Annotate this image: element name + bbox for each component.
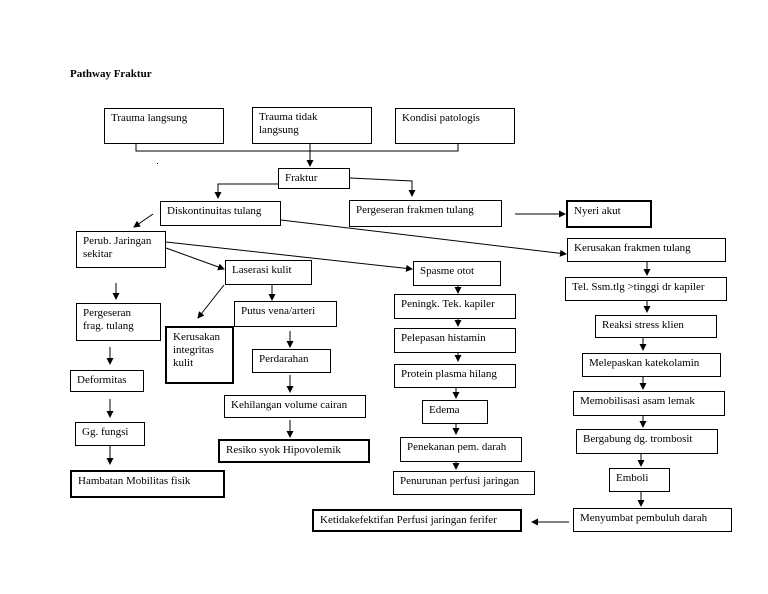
node-penurunan-perfusi-jaringan: Penurunan perfusi jaringan [393,471,535,495]
node-label: Ketidakefektifan Perfusi jaringan ferife… [320,514,497,526]
node-label: Penurunan perfusi jaringan [400,475,520,487]
node-menyumbat-pembuluh-darah: Menyumbat pembuluh darah [573,508,732,532]
arrow-laserasi-kerusakan-integritas [197,284,225,319]
node-label: sekitar [83,248,113,260]
node-label: Spasme otot [420,265,475,277]
node-label: kulit [173,357,194,369]
node-label: Deformitas [77,374,127,386]
node-label: Kondisi patologis [402,112,480,124]
node-label: Melepaskan katekolamin [589,357,700,369]
node-emboli: Emboli [609,468,670,492]
node-label: Kerusakan [173,331,221,343]
node-edema: Edema [422,400,488,424]
node-label: Perub. Jaringan [83,235,152,247]
node-label: Pergeseran [83,307,132,319]
node-trauma-tidak-langsung: Trauma tidak langsung [252,107,372,144]
arrow-fraktur-pergeseran [349,177,416,197]
arrow-diskontinuitas-perub [133,213,154,228]
node-label: Emboli [616,472,649,484]
node-label: Peningk. Tek. kapiler [401,298,495,310]
node-label: Bergabung dg. trombosit [583,433,693,445]
node-resiko-syok-hipovolemik: Resiko syok Hipovolemik [218,439,370,463]
node-nyeri-akut: Nyeri akut [566,200,652,228]
node-ketidakefektifan-perfusi: Ketidakefektifan Perfusi jaringan ferife… [312,509,522,532]
node-label: Resiko syok Hipovolemik [226,444,341,456]
node-label: integritas [173,344,214,356]
node-perdarahan: Perdarahan [252,349,331,373]
node-label: Fraktur [285,172,318,184]
stray-dot [157,163,158,164]
node-label: Tel. Ssm.tlg >tinggi dr kapiler [572,281,705,293]
node-spasme-otot: Spasme otot [413,261,501,286]
node-pergeseran-frakmen: Pergeseran frakmen tulang [349,200,502,227]
node-label: Kehilangan volume cairan [231,399,348,411]
node-hambatan-mobilitas-fisik: Hambatan Mobilitas fisik [70,470,225,498]
node-laserasi-kulit: Laserasi kulit [225,260,312,285]
node-label: Memobilisasi asam lemak [580,395,695,407]
node-kerusakan-integritas-kulit: Kerusakan integritas kulit [165,326,234,384]
arrow-perub-laserasi [165,247,225,271]
link-trauma-langsung [135,144,310,152]
node-label: Laserasi kulit [232,264,292,276]
node-bergabung-trombosit: Bergabung dg. trombosit [576,429,718,454]
node-pelepasan-histamin: Pelepasan histamin [394,328,516,353]
node-label: langsung [259,124,299,136]
node-gg-fungsi: Gg. fungsi [75,422,145,446]
node-label: Hambatan Mobilitas fisik [78,475,191,487]
node-label: frag. tulang [83,320,134,332]
arrow-fraktur-diskontinuitas [214,183,278,199]
node-diskontinuitas-tulang: Diskontinuitas tulang [160,201,281,226]
node-melepaskan-katekolamin: Melepaskan katekolamin [582,353,721,377]
node-label: Reaksi stress klien [602,319,684,331]
arrow-diskontinuitas-kerusakan-frakmen [280,219,567,257]
node-kehilangan-volume-cairan: Kehilangan volume cairan [224,395,366,418]
node-label: Menyumbat pembuluh darah [580,512,708,524]
node-penekanan-pem-darah: Penekanan pem. darah [400,437,522,462]
arrow-perub-spasme [165,241,413,272]
node-label: Edema [429,404,460,416]
node-fraktur: Fraktur [278,168,350,189]
node-trauma-langsung: Trauma langsung [104,108,224,144]
node-label: Penekanan pem. darah [407,441,507,453]
node-label: Trauma tidak [259,111,318,123]
node-putus-vena-arteri: Putus vena/arteri [234,301,337,327]
node-label: Protein plasma hilang [401,368,497,380]
node-tel-ssm: Tel. Ssm.tlg >tinggi dr kapiler [565,277,727,301]
node-reaksi-stress: Reaksi stress klien [595,315,717,338]
node-pergeseran-frag: Pergeseran frag. tulang [76,303,161,341]
node-label: Perdarahan [259,353,309,365]
node-memobilisasi-lemak: Memobilisasi asam lemak [573,391,725,416]
node-protein-plasma-hilang: Protein plasma hilang [394,364,516,388]
node-label: Pelepasan histamin [401,332,486,344]
diagram-title: Pathway Fraktur [70,68,152,80]
node-kerusakan-frakmen: Kerusakan frakmen tulang [567,238,726,262]
node-label: Kerusakan frakmen tulang [574,242,691,254]
node-label: Trauma langsung [111,112,188,124]
node-perub-jaringan: Perub. Jaringan sekitar [76,231,166,268]
node-label: Gg. fungsi [82,426,129,438]
node-deformitas: Deformitas [70,370,144,392]
node-label: Pergeseran frakmen tulang [356,204,474,216]
node-kondisi-patologis: Kondisi patologis [395,108,515,144]
node-label: Nyeri akut [574,205,621,217]
node-peningk-tek-kapiler: Peningk. Tek. kapiler [394,294,516,319]
node-label: Putus vena/arteri [241,305,316,317]
link-kondisi-patologis [310,144,459,152]
node-label: Diskontinuitas tulang [167,205,262,217]
